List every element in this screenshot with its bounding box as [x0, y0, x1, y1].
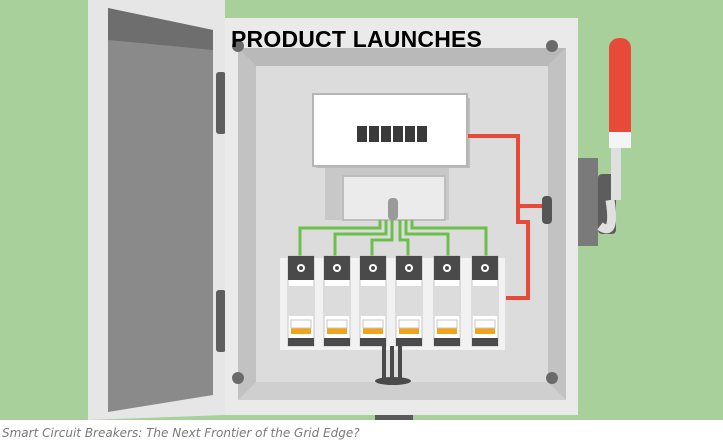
image-caption: Smart Circuit Breakers: The Next Frontie… [2, 426, 360, 440]
corner-screw [546, 40, 558, 52]
headline: PRODUCT LAUNCHES [231, 26, 483, 52]
breaker [395, 255, 423, 347]
wire-grommet [542, 196, 552, 224]
breaker [359, 255, 387, 347]
breaker [287, 255, 315, 347]
red-wire [468, 134, 545, 300]
side-lever-handle [576, 38, 631, 246]
corner-screw [546, 372, 558, 384]
door-hinge-bottom [216, 290, 226, 352]
green-wires [298, 220, 488, 262]
circuit-breaker-illustration [0, 0, 723, 420]
lever-red-grip [609, 38, 631, 148]
panel-door [88, 0, 226, 420]
breaker-rail [280, 258, 505, 350]
breaker [323, 255, 351, 347]
corner-screw [232, 40, 244, 52]
bottom-cables [382, 346, 402, 380]
breaker [471, 255, 499, 347]
breaker [433, 255, 461, 347]
cable-entry [375, 377, 411, 385]
display-segments [357, 126, 427, 142]
corner-screw [232, 372, 244, 384]
main-switch-block [312, 93, 470, 221]
door-hinge-top [216, 72, 226, 134]
